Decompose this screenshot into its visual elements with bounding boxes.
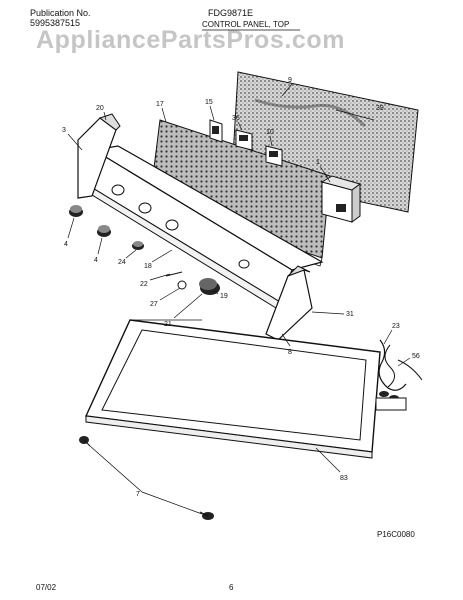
publication-label: Publication No. xyxy=(30,8,91,18)
callout-4a: 4 xyxy=(64,241,68,248)
callout-17: 17 xyxy=(156,101,164,108)
callout-3: 3 xyxy=(62,127,66,134)
switch-10 xyxy=(265,145,283,167)
left-end-cap xyxy=(77,113,121,199)
part-27 xyxy=(177,280,187,290)
footer-date: 07/02 xyxy=(36,583,57,592)
callout-20: 20 xyxy=(96,105,104,112)
callout-23: 23 xyxy=(392,323,400,330)
switch-36 xyxy=(235,129,253,151)
callout-36: 36 xyxy=(232,115,240,122)
callout-83: 83 xyxy=(340,475,348,482)
figure-code: P16C0080 xyxy=(377,530,415,539)
footer-page-number: 6 xyxy=(229,583,234,592)
callout-24: 24 xyxy=(118,259,126,266)
callout-10: 10 xyxy=(266,129,274,136)
callout-31: 31 xyxy=(346,311,354,318)
callout-19: 19 xyxy=(220,293,228,300)
top-panel xyxy=(84,319,381,459)
callout-1: 1 xyxy=(316,159,320,166)
callout-15: 15 xyxy=(205,99,213,106)
callout-18: 18 xyxy=(144,263,152,270)
callout-21: 21 xyxy=(164,321,172,328)
callout-39: 39 xyxy=(376,105,384,112)
callout-4b: 4 xyxy=(94,257,98,264)
publication-number: 5995387515 xyxy=(30,18,81,28)
screw-7a xyxy=(79,436,91,447)
wiring-harness xyxy=(375,339,423,411)
callout-56: 56 xyxy=(412,353,420,360)
section-title: CONTROL PANEL, TOP xyxy=(202,20,290,29)
knob-4a xyxy=(69,205,83,217)
callout-7: 7 xyxy=(136,491,140,498)
knob-4b xyxy=(97,225,111,237)
callout-9: 9 xyxy=(288,77,292,84)
model-number: FDG9871E xyxy=(208,8,254,18)
screw-7b xyxy=(199,511,214,520)
watermark: AppliancePartsPros.com xyxy=(36,26,346,54)
callout-8: 8 xyxy=(288,349,292,356)
part-22 xyxy=(165,271,183,277)
switch-15 xyxy=(209,119,223,143)
callout-22: 22 xyxy=(140,281,148,288)
console-backguard xyxy=(83,145,324,309)
timer-module xyxy=(320,175,362,223)
knob-19 xyxy=(199,278,220,295)
knob-24 xyxy=(132,241,144,250)
leader-lines xyxy=(67,83,411,515)
callout-27: 27 xyxy=(150,301,158,308)
